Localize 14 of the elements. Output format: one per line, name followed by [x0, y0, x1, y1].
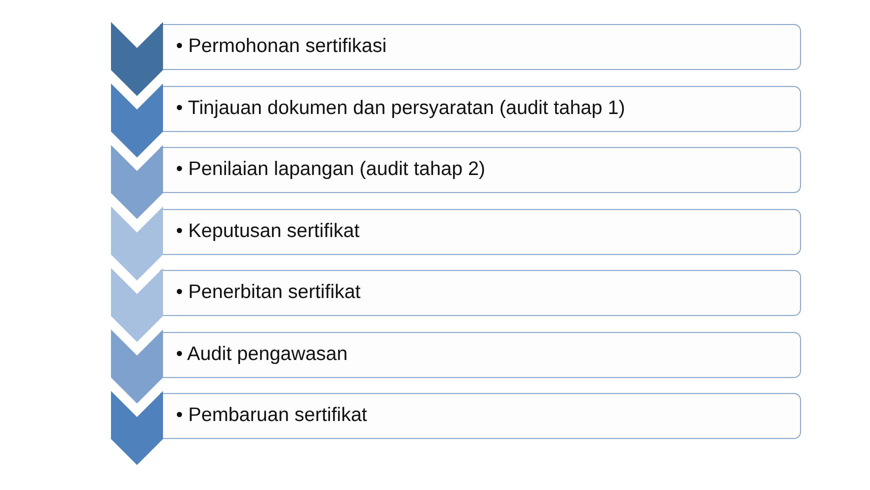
step-box	[160, 147, 801, 193]
step-box	[160, 24, 801, 70]
step-text: • Keputusan sertifikat	[176, 220, 360, 244]
step-text: • Audit pengawasan	[176, 342, 348, 366]
step-box	[160, 270, 801, 316]
step-box	[160, 208, 801, 254]
step-text: • Tinjauan dokumen dan persyaratan (audit tahap 1)	[176, 96, 626, 120]
step-box	[160, 86, 801, 132]
step-text: • Pembaruan sertifikat	[176, 404, 368, 428]
step-box	[160, 393, 801, 439]
step-text: • Permohonan sertifikasi	[176, 35, 387, 59]
step-box	[160, 332, 801, 378]
step-text: • Penilaian lapangan (audit tahap 2)	[176, 158, 486, 182]
step-text: • Penerbitan sertifikat	[176, 281, 361, 305]
